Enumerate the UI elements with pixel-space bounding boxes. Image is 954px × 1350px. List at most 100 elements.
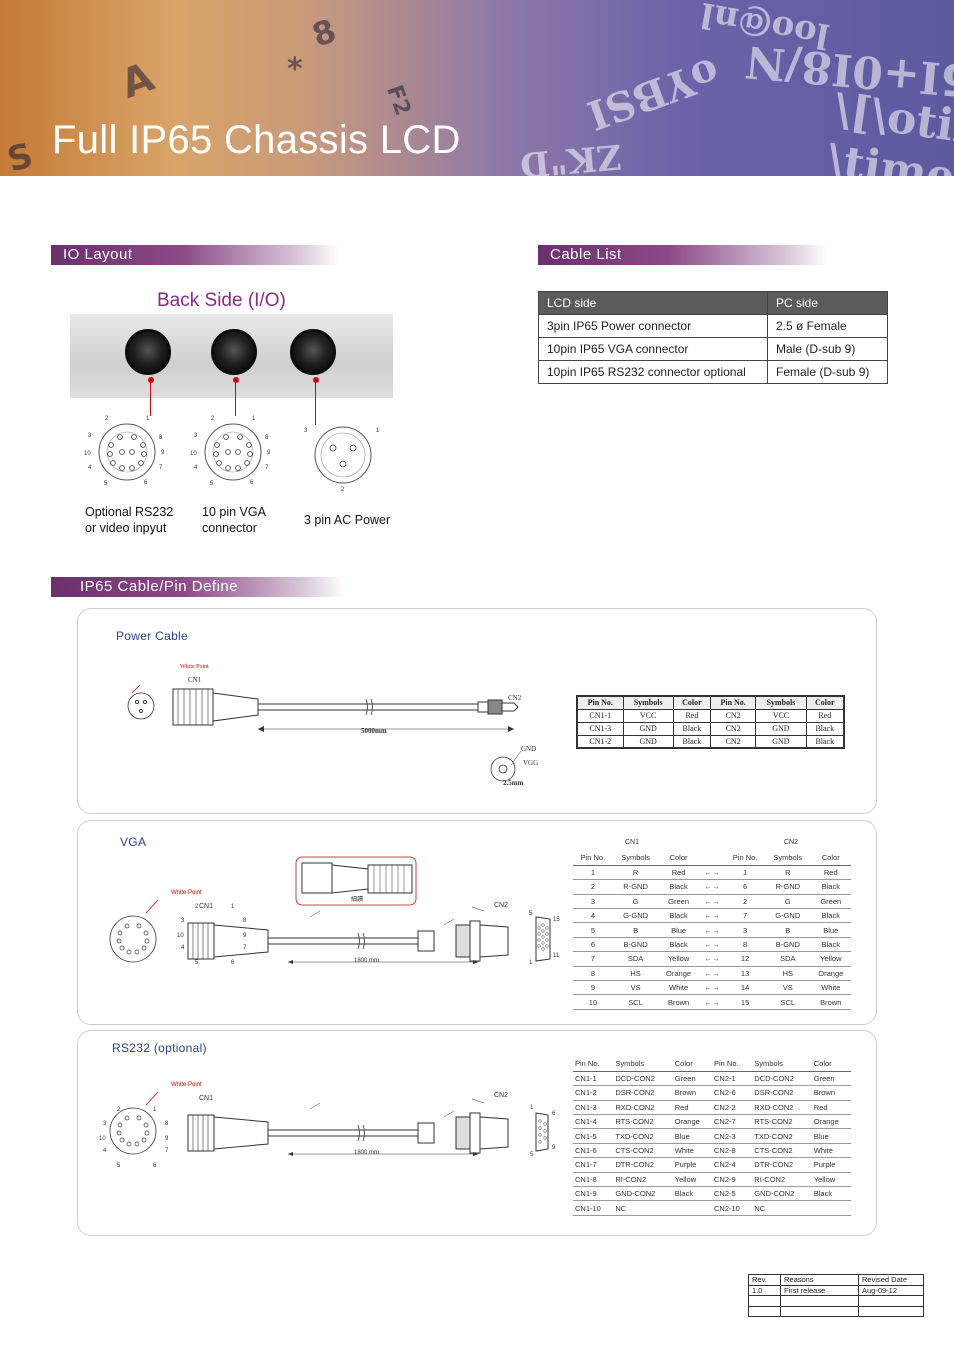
col-header: Symbols bbox=[613, 1057, 673, 1072]
label: 1 bbox=[529, 960, 533, 966]
pin-label: 1 bbox=[252, 416, 256, 422]
cell: 10pin IP65 RS232 connector optional bbox=[538, 360, 768, 384]
cell bbox=[811, 1200, 851, 1216]
cell: B bbox=[764, 922, 811, 938]
cell: Black bbox=[810, 879, 851, 895]
cell: Red bbox=[672, 708, 711, 723]
length-label: 1800 mm bbox=[354, 1150, 380, 1156]
cell: CN2-6 bbox=[711, 1085, 753, 1101]
cell: Black bbox=[805, 721, 845, 736]
cell: CN1-3 bbox=[573, 1100, 614, 1116]
cell bbox=[672, 1200, 712, 1216]
label: 9 bbox=[243, 933, 247, 939]
cell: Blue bbox=[811, 1128, 851, 1144]
cell: Black bbox=[672, 1186, 712, 1202]
cell: CN1-4 bbox=[573, 1114, 614, 1130]
cell: Yellow bbox=[811, 1172, 851, 1188]
cell: 3 bbox=[573, 894, 613, 910]
marker-dot bbox=[233, 377, 239, 383]
cell: Black bbox=[672, 721, 711, 736]
cell: CN1-10 bbox=[573, 1200, 614, 1216]
cn2-group-header: CN2 bbox=[784, 839, 799, 846]
cell: Black bbox=[658, 937, 699, 953]
marker-dot bbox=[313, 377, 319, 383]
cell: 7 bbox=[725, 908, 765, 924]
background-text: ZK"D bbox=[518, 135, 624, 176]
cn2-label: CN2 bbox=[494, 1092, 509, 1099]
back-side-title: Back Side (I/O) bbox=[157, 290, 286, 311]
cell: CN2-10 bbox=[711, 1200, 753, 1216]
cell: White bbox=[811, 1143, 851, 1159]
cell: Red bbox=[658, 865, 699, 881]
section-io-layout: IO Layout bbox=[51, 245, 340, 265]
section-pin-define: IP65 Cable/Pin Define bbox=[51, 577, 345, 597]
col-header: Revised Date bbox=[858, 1274, 924, 1286]
key-glyph: S bbox=[3, 135, 38, 176]
pin-label: 7 bbox=[265, 465, 269, 471]
cell: R-GND bbox=[764, 879, 811, 895]
cell: 9 bbox=[573, 980, 613, 996]
cell: White bbox=[658, 980, 699, 996]
cell: HS bbox=[764, 966, 811, 982]
cell: Black bbox=[811, 1186, 851, 1202]
cell: B-GND bbox=[612, 937, 659, 953]
cell: GND bbox=[755, 734, 807, 749]
pin-label: 7 bbox=[159, 465, 163, 471]
key-glyph: A bbox=[115, 54, 160, 108]
cell: CN1-2 bbox=[576, 734, 624, 749]
cell: G-GND bbox=[764, 908, 811, 924]
power-cable-panel: Power Cable White Point CN1 CN2 5000mm G… bbox=[77, 608, 877, 814]
pointer-line bbox=[150, 380, 151, 416]
label: 10 bbox=[99, 1136, 106, 1142]
cell: VS bbox=[764, 980, 811, 996]
label: 4 bbox=[103, 1148, 107, 1154]
cell: R bbox=[612, 865, 659, 881]
cell: CN2-4 bbox=[711, 1157, 753, 1173]
cell: DCD-CON2 bbox=[752, 1071, 812, 1087]
cell: Black bbox=[658, 908, 699, 924]
vga-pin-diagram: 2 1 3 8 10 9 4 7 5 6 bbox=[190, 416, 271, 487]
label: 5 bbox=[195, 960, 199, 966]
cn2-label: CN2 bbox=[508, 694, 522, 702]
cell: 2 bbox=[725, 894, 765, 910]
cell: 14 bbox=[725, 980, 765, 996]
gnd-label: GND bbox=[521, 745, 537, 753]
pin-label: 3 bbox=[304, 428, 308, 434]
cell: DSR-CON2 bbox=[752, 1085, 812, 1101]
pin-label: 5 bbox=[104, 481, 108, 487]
label: 8 bbox=[165, 1121, 169, 1127]
cell: Green bbox=[658, 894, 699, 910]
cell: Brown bbox=[811, 1085, 851, 1101]
cn1-label: CN1 bbox=[188, 676, 202, 684]
cell: Orange bbox=[810, 966, 851, 982]
cell: White bbox=[672, 1143, 712, 1159]
pin-label: 8 bbox=[265, 435, 269, 441]
pin-label: 6 bbox=[144, 480, 148, 486]
power-cable-drawing bbox=[127, 684, 522, 782]
length-label: 5000mm bbox=[361, 727, 387, 735]
cell: RI-CON2 bbox=[613, 1172, 673, 1188]
power-cable-title: Power Cable bbox=[116, 629, 189, 643]
header-banner: A S 8 * F2 \[\otimes \times\times loo@nl… bbox=[0, 0, 954, 176]
cell: Red bbox=[810, 865, 851, 881]
label: 11 bbox=[553, 953, 560, 959]
cell: 5 bbox=[573, 922, 613, 938]
label: 7 bbox=[165, 1148, 169, 1154]
section-cable-list: Cable List bbox=[538, 245, 828, 265]
cell: Blue bbox=[810, 922, 851, 938]
rs232-cable-panel: RS232 (optional) White Point CN1 CN2 180… bbox=[77, 1030, 877, 1236]
cell: DCD-CON2 bbox=[613, 1071, 673, 1087]
cell: VCC bbox=[755, 708, 807, 723]
cell: GND-CON2 bbox=[752, 1186, 812, 1202]
pin-label: 3 bbox=[194, 433, 198, 439]
cell: Brown bbox=[672, 1085, 712, 1101]
cell: DSR-CON2 bbox=[613, 1085, 673, 1101]
col-header: Pin No. bbox=[711, 1057, 753, 1072]
col-header: Pin No. bbox=[709, 695, 757, 710]
white-point-label: White Point bbox=[171, 1082, 202, 1088]
cell: Black bbox=[672, 734, 711, 749]
cell: CTS-CON2 bbox=[752, 1143, 812, 1159]
col-header: Color bbox=[811, 1057, 851, 1072]
